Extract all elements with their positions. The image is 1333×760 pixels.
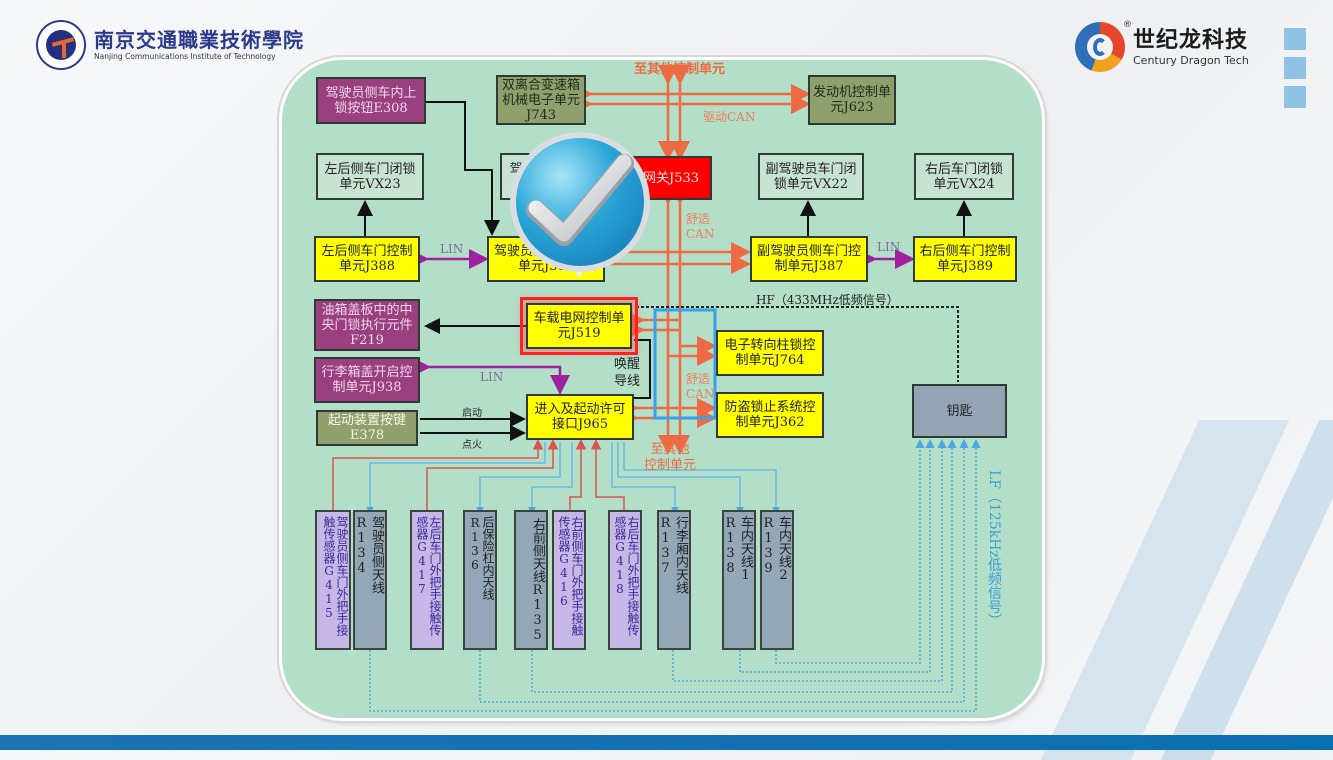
school-name-en: Nanjing Communications Institute of Tech… (94, 52, 276, 61)
school-emblem-icon (36, 20, 86, 70)
hf-signal-line (636, 306, 959, 382)
unit-vx23: 左后侧车门闭锁单元VX23 (316, 153, 424, 200)
unit-j965: 进入及起动许可接口J965 (526, 394, 634, 440)
ignition-label: 点火 (462, 440, 482, 451)
antenna-r138: 车内天线1 R138 (722, 510, 756, 650)
unit-j387: 副驾驶员侧车门控制单元J387 (750, 236, 868, 282)
can-highlight-frame (653, 308, 717, 420)
decorative-square (1284, 86, 1306, 108)
to-other-units-label: 至其他控制单元 (634, 62, 726, 77)
drive-can-bus (573, 65, 811, 161)
unit-j743: 双离合变速箱机械电子单元J743 (496, 75, 586, 125)
unit-j388: 左后侧车门控制单元J388 (314, 236, 420, 282)
school-name-cn: 南京交通職業技術學院 (94, 28, 304, 52)
sensor-g415: 驾驶员侧车门外把手接触传感器G415 (315, 510, 351, 650)
lin-label: LIN (877, 240, 901, 254)
comfort-can-label: 舒适 CAN (686, 372, 715, 401)
unit-e308: 驾驶员侧车内上锁按钮E308 (316, 77, 426, 124)
registered-mark: ® (1123, 20, 1132, 30)
antenna-r139: 车内天线2 R139 (760, 510, 794, 650)
unit-j938: 行李箱盖开启控制单元J938 (314, 357, 420, 403)
sensor-g417: 左后车门外把手接触传感器G417 (410, 510, 444, 650)
to-other-units-label: 至其他 控制单元 (644, 442, 697, 473)
unit-j519: 车载电网控制单元J519 (520, 297, 638, 355)
button-e378: 起动装置按键E378 (316, 410, 418, 446)
lin-label: LIN (480, 370, 504, 384)
unit-vx24: 右后车门闭锁单元VX24 (914, 153, 1014, 200)
wakeup-wire-label: 唤醒 导线 (614, 357, 641, 389)
footer-band (0, 735, 1333, 750)
lf-signal-label: LF（125kHz低频信号） (986, 470, 1002, 628)
antenna-r137: 行李厢内天线R137 (657, 510, 691, 650)
antenna-r135: 右前侧天线R135 (514, 510, 548, 650)
brand-name-cn: 世纪龙科技 (1133, 27, 1249, 53)
sensor-g418: 右后车门外把手接触传感器G418 (608, 510, 642, 650)
hf-signal-label: HF（433MHz低频信号） (756, 293, 899, 307)
unit-vx22: 副驾驶员车门闭锁单元VX22 (758, 153, 864, 200)
checkmark-icon (510, 132, 650, 278)
unit-j764: 电子转向柱锁控制单元J764 (716, 330, 824, 376)
brand-logo: 世纪龙科技 Century Dragon Tech (1075, 22, 1249, 72)
unit-j623: 发动机控制单元J623 (808, 75, 896, 125)
comfort-can-bus (591, 185, 751, 455)
antenna-r134: 驾驶员侧天线R134 (353, 510, 387, 650)
brand-mark-icon (1075, 22, 1125, 72)
unit-f219: 油箱盖板中的中央门锁执行元件 F219 (314, 299, 420, 351)
decorative-square (1284, 28, 1306, 50)
unit-j389: 右后侧车门控制单元J389 (913, 236, 1017, 282)
lin-label: LIN (440, 242, 464, 256)
start-label: 启动 (462, 408, 482, 419)
school-logo: 南京交通職業技術學院 Nanjing Communications Instit… (36, 20, 304, 70)
brand-name-en: Century Dragon Tech (1133, 53, 1249, 67)
antenna-r136: 后保险杠内天线R136 (463, 510, 497, 650)
comfort-can-label: 舒适 CAN (686, 212, 715, 241)
decorative-square (1284, 57, 1306, 79)
key-fob: 钥匙 (912, 384, 1007, 438)
lf-signal-lines (369, 439, 981, 712)
sensor-g416: 右前侧车门外把手接触传感器G416 (552, 510, 586, 650)
unit-j362: 防盗锁止系统控制单元J362 (716, 392, 824, 438)
drive-can-label: 驱动CAN (703, 110, 756, 124)
